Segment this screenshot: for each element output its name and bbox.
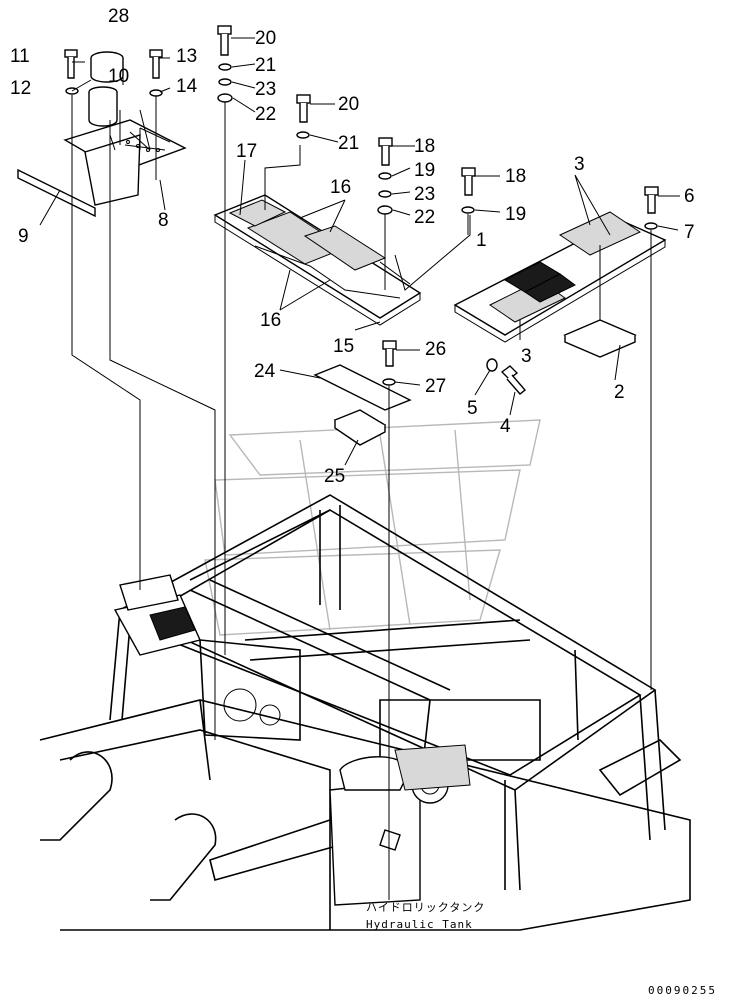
bolt-11 — [64, 49, 78, 79]
watermark-logo — [204, 419, 541, 636]
callout-1: 1 — [476, 230, 487, 251]
plate-24 — [313, 364, 412, 411]
callout-2: 2 — [614, 382, 625, 403]
callout-19-b: 19 — [505, 204, 526, 225]
callout-23-a: 23 — [255, 79, 276, 100]
callout-24: 24 — [254, 361, 276, 382]
callout-16-a: 16 — [330, 177, 351, 198]
callout-22-a: 22 — [255, 104, 276, 125]
callout-10: 10 — [108, 66, 129, 87]
callout-14: 14 — [176, 76, 198, 97]
callout-26: 26 — [425, 339, 446, 360]
plate-1-grille — [503, 261, 576, 303]
hydraulic-tank — [329, 744, 471, 906]
pad-2 — [563, 319, 637, 358]
rail-9 — [17, 168, 96, 218]
bolt-13 — [149, 49, 163, 79]
bolt-20-b — [296, 94, 311, 123]
callout-3-b: 3 — [521, 346, 532, 367]
callout-28: 28 — [108, 6, 129, 27]
callout-21-b: 21 — [338, 133, 359, 154]
battery-box — [113, 574, 201, 656]
callout-13: 13 — [176, 46, 197, 67]
washer-21-a — [218, 63, 232, 71]
callout-27: 27 — [425, 376, 446, 397]
washer-21-b — [296, 131, 310, 139]
callout-20-a: 20 — [255, 28, 276, 49]
callout-21-a: 21 — [255, 55, 276, 76]
callout-11: 11 — [10, 46, 30, 67]
leader-lines — [39, 37, 680, 900]
bracket-8 — [63, 119, 187, 206]
bolt-18-a — [378, 137, 393, 166]
cap-10 — [88, 86, 118, 127]
bolt-18-b — [461, 167, 476, 196]
washer-19-b — [461, 206, 475, 214]
callout-23-b: 23 — [414, 184, 435, 205]
block-25 — [333, 409, 387, 446]
tank-label-japanese: ハイドロリックタンク — [366, 901, 485, 914]
bolt-4 — [500, 365, 527, 395]
washer-5 — [486, 358, 498, 372]
callout-8: 8 — [158, 210, 169, 231]
callout-17: 17 — [236, 141, 257, 162]
bolt-26 — [382, 340, 397, 367]
washer-19-a — [378, 172, 392, 180]
callout-15: 15 — [333, 336, 354, 357]
hydraulic-tank-label: ハイドロリックタンク Hydraulic Tank — [366, 901, 485, 931]
drawing-code: 00090255 — [648, 984, 717, 997]
bolt-6 — [644, 186, 659, 214]
revolving-frame — [39, 494, 691, 931]
mat-17 — [228, 199, 287, 227]
callout-25: 25 — [324, 466, 345, 487]
callout-18-b: 18 — [505, 166, 526, 187]
bolt-20-a — [217, 25, 232, 56]
washer-23-b — [378, 190, 392, 198]
callout-18-a: 18 — [414, 136, 435, 157]
callout-19-a: 19 — [414, 160, 435, 181]
callout-22-b: 22 — [414, 207, 435, 228]
mat-3-a — [558, 211, 642, 256]
callout-16-b: 16 — [260, 310, 281, 331]
callout-12: 12 — [10, 78, 31, 99]
callout-labels: 28 11 12 10 13 14 8 9 20 21 23 22 20 21 … — [10, 6, 695, 487]
washer-27 — [382, 378, 396, 386]
callout-6: 6 — [684, 186, 695, 207]
washer-7 — [644, 222, 658, 230]
washer-23-a — [218, 78, 232, 86]
washer-14 — [149, 89, 163, 97]
washer-22-a — [217, 93, 233, 103]
callout-20-b: 20 — [338, 94, 359, 115]
washer-22-b — [377, 205, 393, 215]
tank-label-english: Hydraulic Tank — [366, 918, 473, 931]
callout-9: 9 — [18, 226, 29, 247]
callout-3-a: 3 — [574, 154, 585, 175]
callout-7: 7 — [684, 222, 695, 243]
callout-5: 5 — [467, 398, 478, 419]
callout-4: 4 — [500, 416, 511, 437]
